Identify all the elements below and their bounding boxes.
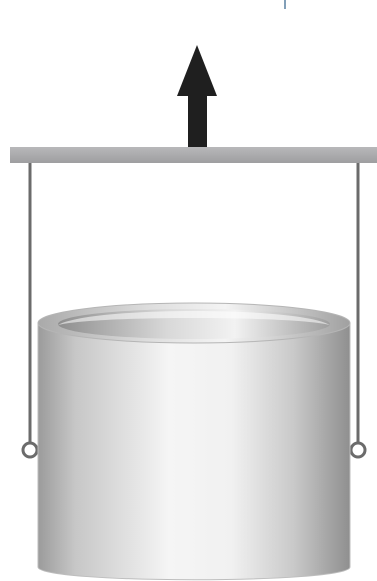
left-ring-icon: [21, 441, 39, 459]
up-arrow-icon: [177, 45, 217, 147]
metal-cylinder: [37, 302, 351, 581]
horizontal-beam: [10, 147, 377, 163]
right-ring-icon: [349, 441, 367, 459]
